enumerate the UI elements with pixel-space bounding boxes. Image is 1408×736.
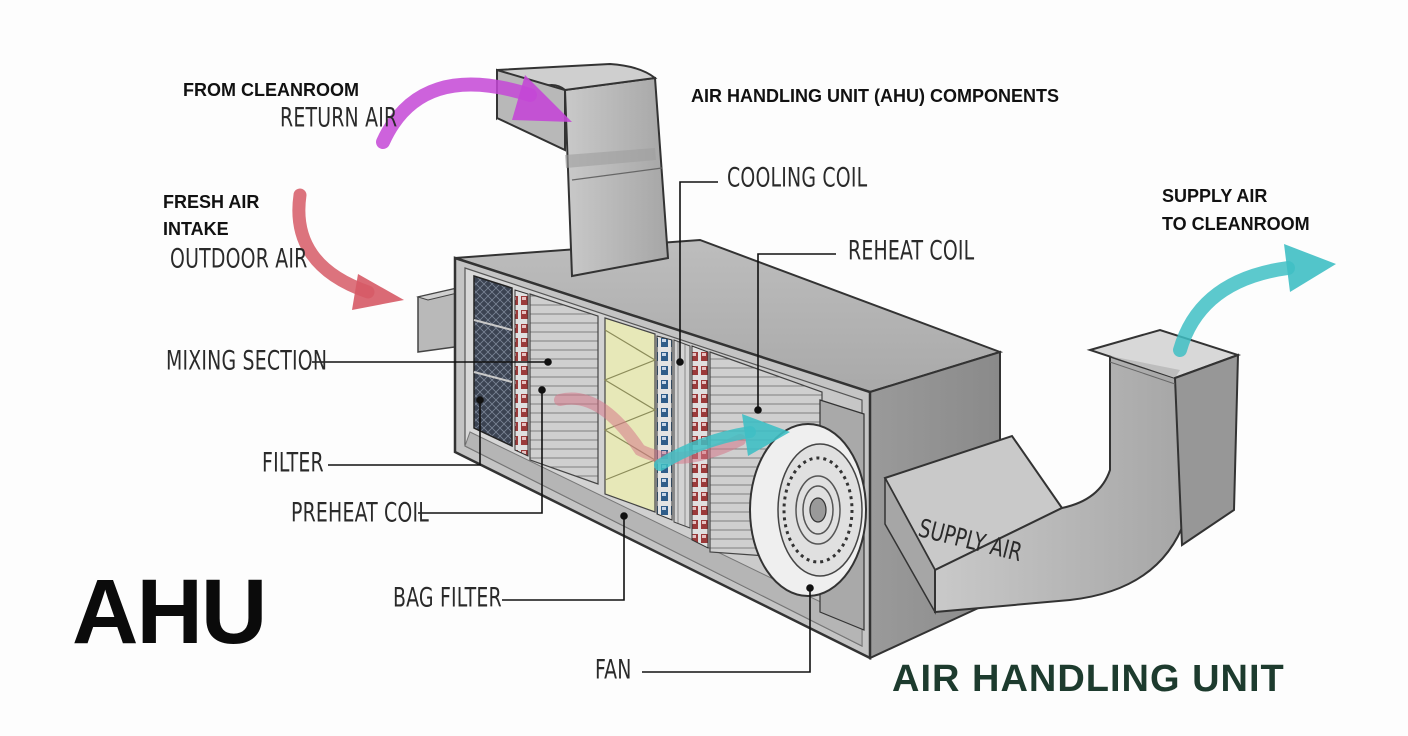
leader-filter [328, 400, 481, 466]
return-air-heading: FROM CLEANROOM [183, 80, 359, 100]
supply-air-destination: TO CLEANROOM [1162, 214, 1310, 234]
leader-fan-dot [806, 584, 814, 592]
leader-mixing-dot [544, 358, 552, 366]
fresh-air-heading: FRESH AIR [163, 192, 260, 212]
mixing-section-louvres [529, 293, 599, 485]
internal-airflow-arrow [554, 392, 790, 471]
leader-lines [312, 181, 836, 673]
return-air-arrow [376, 75, 572, 149]
supply-air-duct [883, 328, 1242, 615]
cooling-coil-label: COOLING COIL [727, 162, 868, 193]
return-air-label: RETURN AIR [280, 102, 398, 133]
leader-fan [642, 588, 811, 673]
preheat-coil-label: PREHEAT COIL [291, 497, 429, 528]
bag-filter-label: BAG FILTER [393, 582, 502, 613]
diagram-title: AIR HANDLING UNIT (AHU) COMPONENTS [691, 86, 1059, 106]
leader-reheat-dot [754, 406, 762, 414]
leader-preheat [418, 390, 543, 514]
outdoor-air-label: OUTDOOR AIR [170, 243, 308, 274]
ahu-big-label: AHU [72, 561, 267, 663]
leader-filter-dot [476, 396, 484, 404]
leader-bag-filter-dot [620, 512, 628, 520]
reheat-coil-label: REHEAT COIL [848, 235, 975, 266]
supply-air-heading: SUPPLY AIR [1162, 186, 1268, 206]
fresh-air-arrow [292, 188, 404, 310]
fresh-air-intake-heading: INTAKE [163, 219, 229, 239]
leader-cooling [679, 181, 718, 362]
leader-bag-filter [502, 516, 625, 601]
supply-air-arrow [1173, 244, 1336, 357]
footer-title: AIR HANDLING UNIT [892, 658, 1285, 700]
leader-cooling-dot [676, 358, 684, 366]
fan [749, 399, 867, 631]
filter-label: FILTER [262, 447, 324, 478]
filter-panel [473, 274, 513, 448]
cooling-coil [656, 335, 691, 529]
mixing-section-label: MIXING SECTION [166, 345, 328, 376]
fan-label: FAN [595, 654, 632, 685]
preheat-coil [514, 289, 529, 457]
leader-reheat [757, 253, 836, 410]
return-air-duct [496, 62, 670, 278]
leader-preheat-dot [538, 386, 546, 394]
